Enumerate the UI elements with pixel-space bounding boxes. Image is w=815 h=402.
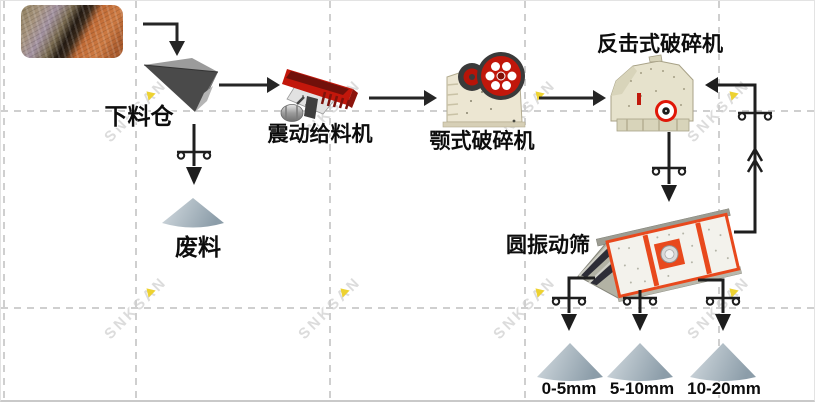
- arrow-feeder-to-jaw: [369, 90, 437, 106]
- arrow-bin-to-feeder: [219, 77, 280, 93]
- waste-label: 废料: [175, 234, 221, 260]
- feeder-graphic: [280, 69, 358, 122]
- vibrating-screen-label: 圆振动筛: [506, 234, 590, 257]
- product-pile-10-20-graphic: [690, 343, 756, 381]
- arrow-impact-to-screen: [651, 132, 687, 202]
- arrow-photo-to-bin: [143, 22, 185, 56]
- product-0-5-label: 0-5mm: [541, 379, 597, 398]
- product-5-10-label: 5-10mm: [609, 379, 675, 398]
- valve-icon: [176, 150, 212, 160]
- hopper-graphic: [143, 58, 219, 112]
- waste-pile-graphic: [162, 198, 224, 228]
- arrow-screen-to-0-5: [551, 276, 595, 331]
- up-chevron-arrow-icon: [746, 146, 764, 173]
- product-10-20-label: 10-20mm: [687, 379, 761, 398]
- arrow-jaw-to-impact: [539, 90, 606, 106]
- valve-icon: [551, 296, 587, 306]
- arrow-bin-to-waste: [176, 124, 212, 185]
- vibrating-feeder-label: 震动给料机: [267, 123, 373, 146]
- jaw-crusher-graphic: [442, 52, 526, 128]
- impact-crusher-graphic: [610, 54, 694, 132]
- valve-icon: [622, 296, 658, 306]
- screen-graphic: [577, 208, 742, 303]
- valve-icon: [705, 296, 741, 306]
- product-pile-0-5-graphic: [537, 343, 603, 381]
- arrow-screen-to-10-20: [698, 278, 741, 331]
- product-pile-5-10-graphic: [607, 343, 673, 381]
- arrow-screen-return-to-impact: [705, 77, 773, 234]
- impact-crusher-label: 反击式破碎机: [597, 33, 723, 56]
- valve-icon: [737, 111, 773, 121]
- valve-icon: [651, 166, 687, 176]
- feed-bin-label: 下料仓: [104, 103, 174, 129]
- raw-material-photo: [21, 5, 123, 58]
- jaw-crusher-label: 颚式破碎机: [429, 130, 535, 153]
- arrow-screen-to-5-10: [622, 290, 658, 331]
